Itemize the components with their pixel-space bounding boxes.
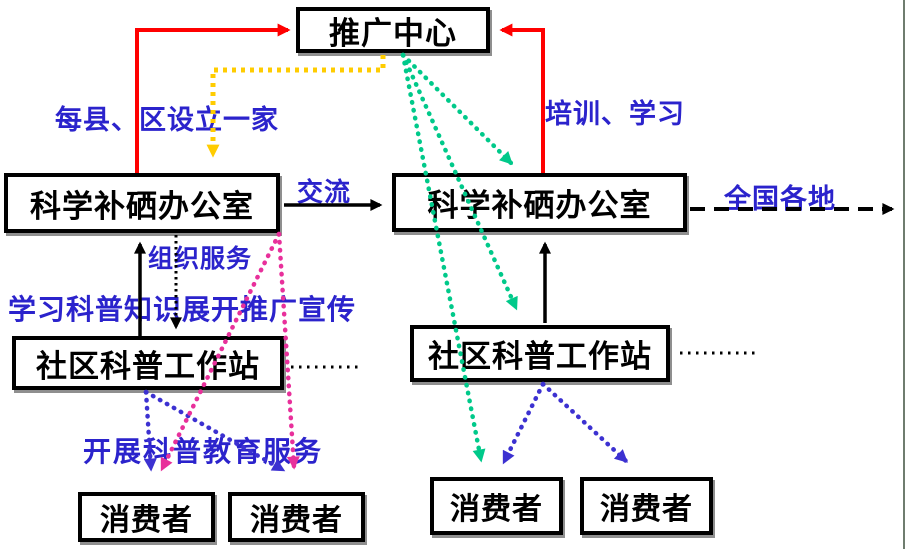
node-consumer-4: 消费者 <box>580 477 713 535</box>
edge-station-right-to-consumer-3-blue <box>501 381 546 465</box>
edge-center-to-office-right-green <box>400 52 514 166</box>
label-organize-service: 组织服务 <box>148 245 253 273</box>
node-office-right-label: 科学补硒办公室 <box>427 188 652 223</box>
label-exchange: 交流 <box>297 177 352 207</box>
node-office-left: 科学补硒办公室 <box>4 173 280 233</box>
node-consumer-1-label: 消费者 <box>100 504 193 537</box>
node-consumer-3-label: 消费者 <box>450 493 543 526</box>
edge-station-right-to-consumer-4-blue <box>540 381 629 464</box>
label-education-service: 开展科普教育服务 <box>83 436 324 467</box>
node-station-left-label: 社区科普工作站 <box>36 348 260 384</box>
edge-office-right-to-center-red <box>499 23 545 173</box>
node-station-left: 社区科普工作站 <box>12 336 284 390</box>
label-training-study: 培训、学习 <box>545 99 685 129</box>
label-county-setup: 每县、区设立一家 <box>55 105 279 135</box>
node-office-right: 科学补硒办公室 <box>392 173 687 232</box>
node-station-right: 社区科普工作站 <box>410 325 670 382</box>
node-station-right-label: 社区科普工作站 <box>428 339 652 374</box>
image-right-border <box>903 0 905 549</box>
node-consumer-3: 消费者 <box>430 477 563 535</box>
node-consumer-1: 消费者 <box>78 492 215 542</box>
node-consumer-2: 消费者 <box>228 492 365 542</box>
node-consumer-4-label: 消费者 <box>600 493 693 526</box>
label-learn-promote: 学习科普知识展开推广宣传 <box>8 294 357 325</box>
node-promotion-center-label: 推广中心 <box>329 15 457 51</box>
label-nationwide: 全国各地 <box>724 184 836 214</box>
node-consumer-2-label: 消费者 <box>250 504 343 537</box>
node-office-left-label: 科学补硒办公室 <box>30 188 254 224</box>
node-promotion-center: 推广中心 <box>296 7 490 53</box>
edge-center-to-consumer-3-green <box>400 52 486 463</box>
